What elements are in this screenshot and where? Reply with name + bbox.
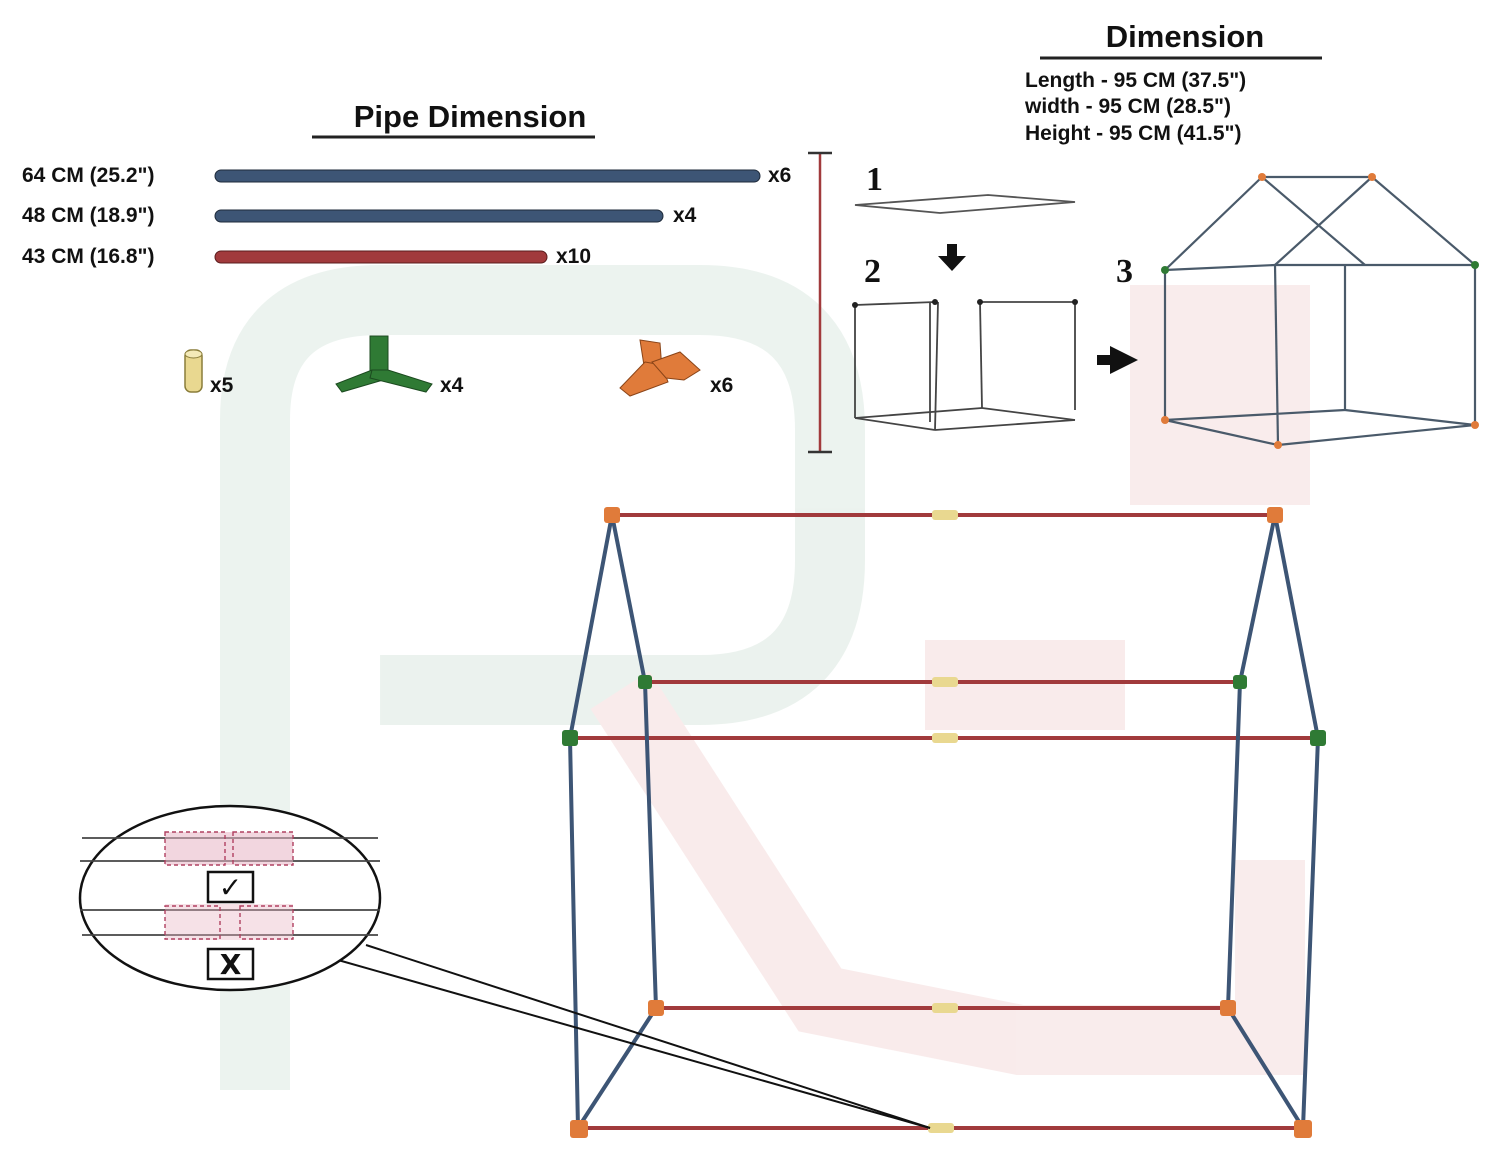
connector-quantity: x5 bbox=[210, 374, 234, 397]
dimension-title: Dimension bbox=[1106, 19, 1264, 54]
right-arrow-icon bbox=[1097, 346, 1138, 374]
base-frame-sketch bbox=[854, 194, 1076, 214]
correct-mark-box bbox=[206, 870, 255, 904]
large-house-frame bbox=[562, 507, 1326, 1138]
width-spec: width - 95 CM (28.5") bbox=[1024, 95, 1231, 118]
connector-quantity: x6 bbox=[710, 374, 733, 397]
pipe-quantity: x6 bbox=[768, 164, 791, 187]
step-2: 2 bbox=[852, 253, 1078, 431]
pipe-bar-64cm bbox=[214, 169, 761, 183]
height-spec: Height - 95 CM (41.5") bbox=[1025, 122, 1242, 145]
height-bracket bbox=[808, 151, 832, 454]
pipe-bar-43cm bbox=[214, 250, 548, 264]
straight-connector-icon bbox=[184, 349, 203, 393]
pipe-row: 64 CM (25.2") x6 bbox=[22, 164, 791, 187]
pipe-quantity: x4 bbox=[673, 204, 697, 227]
pipe-length-label: 48 CM (18.9") bbox=[22, 204, 155, 227]
connector-quantity: x4 bbox=[440, 374, 464, 397]
down-arrow-icon bbox=[938, 244, 966, 271]
step-number: 2 bbox=[864, 253, 881, 290]
corner-connectors bbox=[570, 507, 1312, 1138]
pipe-quantity: x10 bbox=[556, 245, 591, 268]
connector-detail-callout: ✓ X bbox=[78, 804, 931, 1129]
three-way-angled-connector-icon bbox=[619, 339, 701, 397]
pipe-dimension-title: Pipe Dimension bbox=[354, 99, 587, 134]
length-spec: Length - 95 CM (37.5") bbox=[1025, 69, 1246, 92]
step-1: 1 bbox=[854, 161, 1076, 214]
wrong-mark-box bbox=[206, 947, 255, 981]
straight-connectors bbox=[928, 510, 958, 1133]
pipe-row: 43 CM (16.8") x10 bbox=[22, 245, 591, 268]
pipe-length-label: 43 CM (16.8") bbox=[22, 245, 155, 268]
pipe-row: 48 CM (18.9") x4 bbox=[22, 204, 697, 227]
cross-icon: X bbox=[220, 948, 242, 981]
pipe-bar-48cm bbox=[214, 209, 664, 223]
dimension-section: Dimension Length - 95 CM (37.5") width -… bbox=[1024, 19, 1322, 145]
assembled-frame-sketch bbox=[1163, 175, 1477, 447]
step-number: 3 bbox=[1116, 253, 1133, 290]
check-icon: ✓ bbox=[219, 871, 242, 904]
side-frames-sketch bbox=[854, 301, 1076, 431]
three-way-connector-icon bbox=[335, 335, 433, 393]
tee-connectors bbox=[562, 675, 1326, 746]
watermark-logo bbox=[220, 265, 1310, 1090]
connectors-section: x5 x4 x6 bbox=[184, 335, 733, 397]
pipe-dimension-section: Pipe Dimension 64 CM (25.2") x6 48 CM (1… bbox=[22, 99, 791, 268]
step-3: 3 bbox=[1116, 173, 1479, 449]
step-number: 1 bbox=[866, 161, 883, 198]
pipe-length-label: 64 CM (25.2") bbox=[22, 164, 155, 187]
